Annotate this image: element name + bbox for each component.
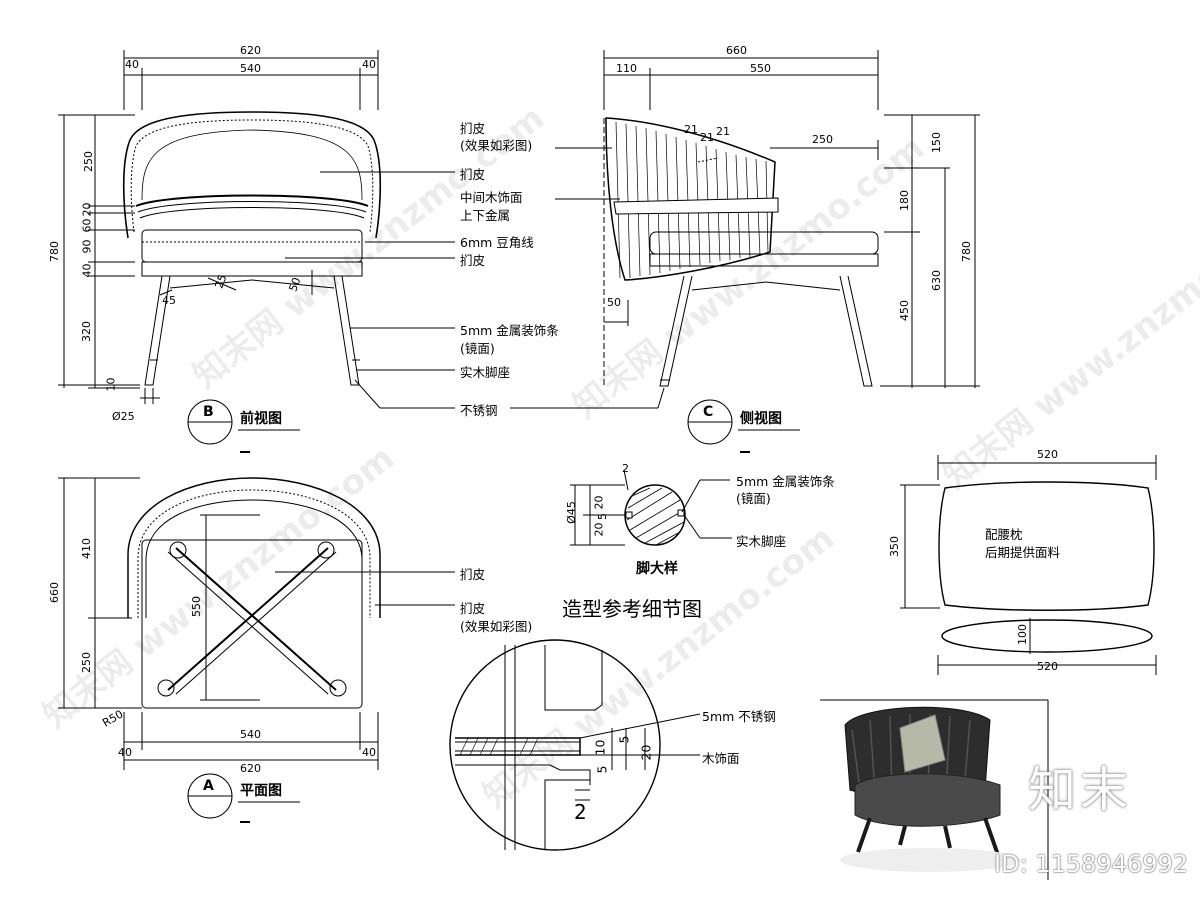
side-dim-180: 180 [898,190,911,211]
foot-detail [570,469,732,546]
label-2: 扪皮 [460,167,486,182]
chair-photo [820,699,1049,880]
front-dim-total: 620 [240,44,261,57]
foot-label-1a: 5mm 金属装饰条 [736,474,835,489]
joint-detail [449,639,701,851]
foot-dim-5: 5 [596,513,609,520]
plan-dim-410: 410 [80,538,93,559]
side-dim-150: 150 [930,132,943,153]
foot-dim-20a: 20 [592,495,606,510]
front-title: 前视图 [240,411,282,427]
front-dim-90: 90 [80,239,94,254]
front-dim-45: 45 [162,294,176,307]
label-3b: 上下金属 [460,208,511,223]
side-title-tag: C [703,404,714,420]
front-dim-40: 40 [80,263,94,278]
plan-dim-total: 620 [240,762,261,775]
joint-label-2: 木饰面 [702,751,740,766]
joint-label-1: 5mm 不锈钢 [702,709,776,724]
brand-logo: 知末 [1027,762,1132,818]
plan-label-1: 扪皮 [460,567,486,582]
side-view [555,50,980,453]
side-dim-rib2: 21 [700,131,714,144]
plan-dim-660: 660 [48,582,61,603]
pillow-drawing [900,455,1157,675]
front-leg-dia: Ø25 [112,410,135,423]
plan-dim-right: 40 [362,746,376,759]
plan-dim-inner: 540 [240,728,261,741]
front-dim-left: 40 [125,58,139,71]
side-title: 侧视图 [740,411,782,427]
foot-dim-45: Ø45 [564,501,578,524]
pillow-note-1: 配腰枕 [985,527,1023,542]
label-5: 扪皮 [460,253,486,268]
plan-view [58,477,455,823]
front-dim-right: 40 [362,58,376,71]
side-dim-rib1: 21 [684,123,698,136]
pillow-note-2: 后期提供面料 [985,545,1061,560]
label-7: 实木脚座 [460,365,511,380]
front-dim-10: 10 [104,377,118,392]
pillow-width-bottom: 520 [1037,660,1058,673]
plan-title-tag: A [203,778,214,794]
section-title: 造型参考细节图 [562,597,702,621]
image-id: ID: 1158946992 [994,850,1188,878]
side-dim-rib3: 21 [716,125,730,138]
foot-label-2: 实木脚座 [736,534,787,549]
joint-dim-2: 2 [574,800,587,824]
side-dim-780: 780 [960,241,973,262]
pillow-thickness: 100 [1016,624,1029,645]
side-dim-left: 110 [616,62,637,75]
side-dim-right: 550 [750,62,771,75]
side-dim-450: 450 [898,300,911,321]
joint-dim-20: 20 [638,744,654,761]
plan-label-2a: 扪皮 [460,601,486,616]
joint-dim-5b: 5 [594,765,610,774]
side-dim-50: 50 [607,296,621,309]
foot-label-1b: (镜面) [736,491,771,506]
label-8: 不锈钢 [460,403,498,418]
plan-dim-left: 40 [118,746,132,759]
label-1b: (效果如彩图) [460,138,533,153]
front-dim-20: 20 [80,202,94,217]
front-view [58,50,665,453]
label-4: 6mm 豆角线 [460,235,534,250]
side-dim-total: 660 [726,44,747,57]
pillow-width-top: 520 [1037,448,1058,461]
label-3a: 中间木饰面 [460,190,523,205]
front-dim-250: 250 [82,151,95,172]
foot-dim-2: 2 [622,462,629,475]
side-dim-arm: 250 [812,133,833,146]
plan-label-2b: (效果如彩图) [460,619,533,634]
foot-title: 脚大样 [636,561,678,577]
label-1a: 扪皮 [460,121,486,136]
front-dim-60: 60 [80,218,94,233]
plan-title: 平面图 [240,783,282,799]
front-title-tag: B [203,404,214,420]
foot-dim-20b: 20 [592,522,606,537]
front-dim-inner: 540 [240,62,261,75]
front-dim-320: 320 [80,321,93,342]
joint-dim-5a: 5 [616,735,632,744]
front-dim-total-v: 780 [48,241,61,262]
side-dim-630: 630 [930,270,943,291]
label-6a: 5mm 金属装饰条 [460,323,559,338]
pillow-height: 350 [888,536,901,557]
label-6b: (镜面) [460,341,495,356]
